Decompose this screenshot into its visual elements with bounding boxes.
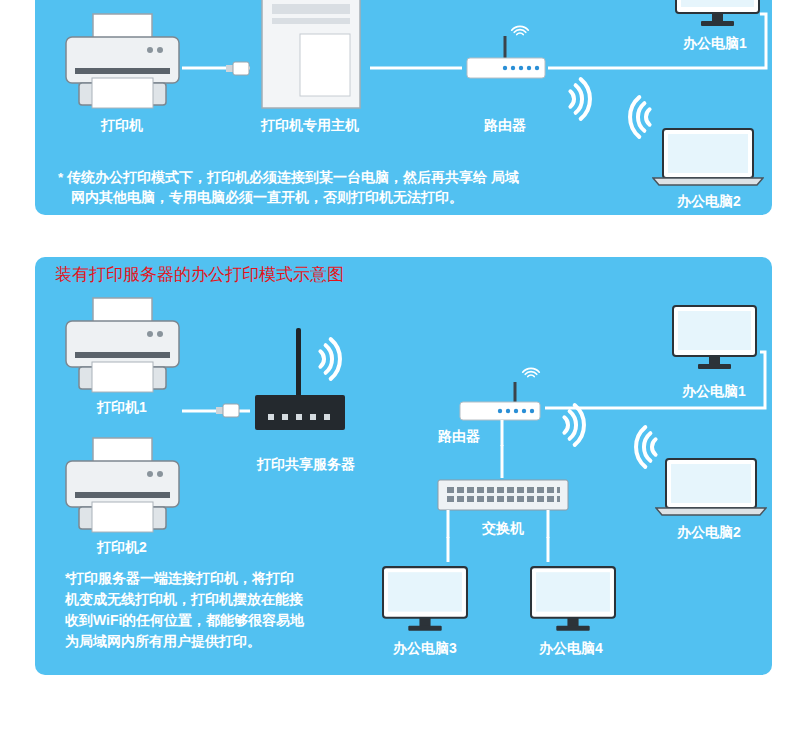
network-cable bbox=[370, 67, 462, 70]
network-cable bbox=[545, 352, 765, 408]
text-holder: * 传统办公打印模式下，打印机必须连接到某一台电脑，然后再共享给 局域网内其他电… bbox=[58, 168, 528, 207]
device-label: 办公电脑3 bbox=[393, 639, 457, 657]
device-label: 路由器 bbox=[438, 427, 480, 445]
text-holder: *打印服务器一端连接打印机，将打印 机变成无线打印机，打印机摆放在能接 收到Wi… bbox=[65, 568, 307, 652]
device-label: 路由器 bbox=[484, 116, 526, 134]
text-holder: 装有打印服务器的办公打印模式示意图 bbox=[55, 264, 475, 286]
note-text: *打印服务器一端连接打印机，将打印 机变成无线打印机，打印机摆放在能接 收到Wi… bbox=[65, 568, 307, 652]
device-label: 交换机 bbox=[482, 519, 524, 537]
device-label: 办公电脑2 bbox=[677, 192, 741, 210]
network-cable bbox=[501, 445, 504, 478]
device-label: 打印共享服务器 bbox=[257, 455, 355, 473]
device-label: 打印机2 bbox=[97, 538, 147, 556]
device-label: 打印机1 bbox=[97, 398, 147, 416]
device-label: 办公电脑4 bbox=[539, 639, 603, 657]
note-text: * 传统办公打印模式下，打印机必须连接到某一台电脑，然后再共享给 局域网内其他电… bbox=[58, 168, 528, 207]
device-label: 办公电脑1 bbox=[683, 34, 747, 52]
device-label: 办公电脑2 bbox=[677, 523, 741, 541]
device-label: 办公电脑1 bbox=[682, 382, 746, 400]
network-cable bbox=[447, 537, 450, 562]
panel-heading: 装有打印服务器的办公打印模式示意图 bbox=[55, 264, 475, 286]
device-label: 打印机 bbox=[101, 116, 143, 134]
network-cable bbox=[547, 537, 550, 562]
device-label: 打印机专用主机 bbox=[261, 116, 359, 134]
